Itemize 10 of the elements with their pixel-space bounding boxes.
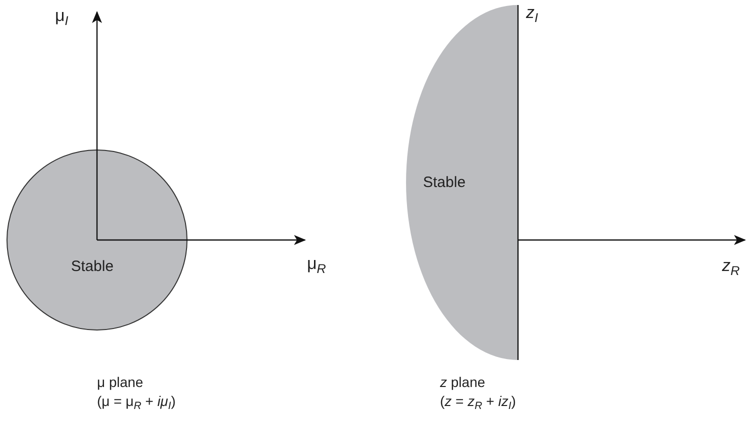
plane-caption: z plane	[440, 374, 486, 390]
axis-label: μ$_{R}$	[307, 254, 326, 276]
axis-label: μ$_{I}$	[55, 6, 68, 28]
plane-caption: μ plane	[97, 374, 144, 390]
plane-caption: (μ = μ$_{R}$ + iμ$_{I}$)	[97, 393, 176, 412]
region-label: Stable	[71, 258, 114, 275]
plane-caption: (z = z$_{R}$ + iz$_{I}$)	[440, 393, 516, 412]
axis-label: z$_{R}$	[722, 256, 740, 278]
region-label: Stable	[423, 174, 466, 191]
axis-label: z$_{I}$	[526, 3, 538, 25]
